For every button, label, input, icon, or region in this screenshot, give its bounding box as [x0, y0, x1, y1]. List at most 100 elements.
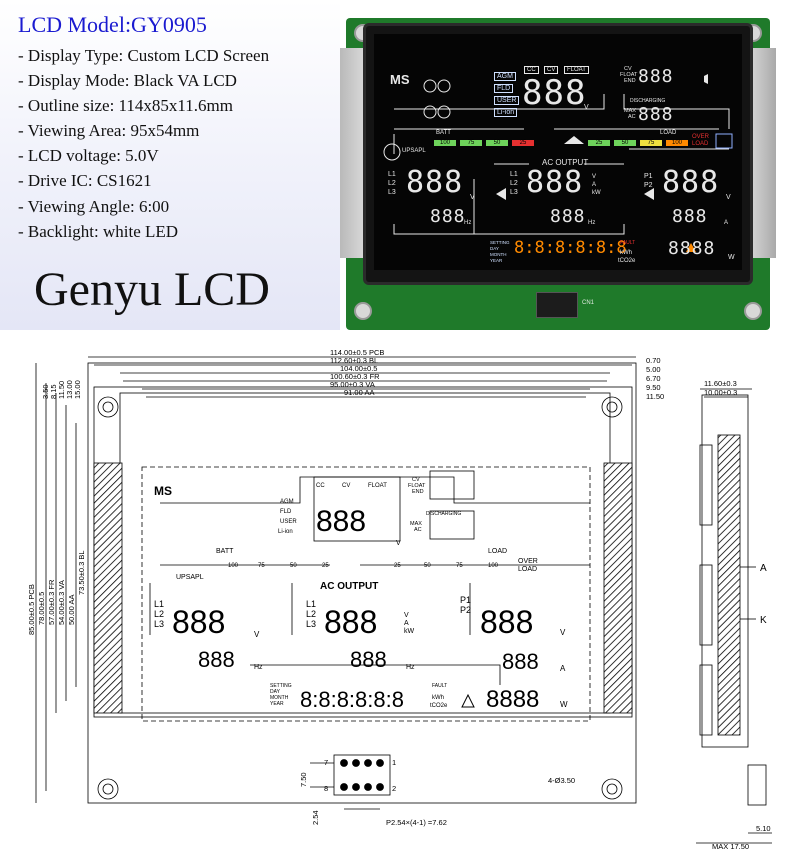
- drawing-over: OVER: [518, 558, 538, 565]
- model-title: LCD Model:GY0905: [18, 12, 207, 37]
- drawing-discharging: DISCHARGING: [426, 511, 461, 517]
- lcd-p2: P2: [644, 182, 653, 189]
- drawing-clock-digits: 8:8:8:8:8:8: [300, 687, 404, 712]
- drawing-setting: SETTING: [270, 683, 292, 689]
- lcd-out-unit-a: A: [592, 182, 597, 188]
- drawing-out-l3: L3: [306, 619, 316, 629]
- drawing-unit-w: W: [560, 700, 568, 709]
- spec-viewing-area: - Viewing Area: 95x54mm: [18, 121, 200, 140]
- lcd-cc: CC: [524, 66, 539, 74]
- dim-left-11-50: 11.50: [57, 381, 66, 399]
- drawing-load-75: 75: [456, 563, 463, 569]
- lcd-l1: L1: [388, 171, 396, 178]
- drawing-l1: L1: [154, 599, 164, 609]
- drawing-svg: 114.00±0.5 PCB 112.60±0.3 BL 104.00±0.5 …: [27, 348, 772, 851]
- lcd-tco2e: tCO2e: [618, 258, 636, 264]
- spec-display-type: - Display Type: Custom LCD Screen: [18, 46, 270, 65]
- sine-icon: [383, 143, 401, 161]
- lcd-batt-25: 25: [512, 140, 534, 146]
- dim-bl-height: 73.50±0.3 BL: [77, 550, 86, 595]
- dim-side-11-60: 11.60±0.3: [704, 379, 737, 388]
- connector-label: CN1: [582, 300, 595, 306]
- lcd-clock-digits: 8:8:8:8:8:8: [514, 238, 627, 258]
- drawing-out-unit-a: A: [404, 620, 409, 627]
- lcd-load-50: 50: [614, 140, 636, 146]
- drawing-out-l2: L2: [306, 609, 316, 619]
- lcd-max-ac-digits: 888: [638, 104, 674, 125]
- mount-hole: [354, 302, 372, 320]
- grid-icon: [437, 105, 451, 119]
- drawing-day: DAY: [270, 689, 281, 695]
- lcd-max: MAX: [624, 108, 636, 114]
- dim-side-10-00: 10.00±0.3: [704, 388, 737, 397]
- spec-display-mode: - Display Mode: Black VA LCD: [18, 71, 237, 90]
- pin-label-2: 2: [392, 784, 396, 793]
- drawing-batt-50: 50: [290, 563, 297, 569]
- drawing-warning-icon: [461, 693, 475, 708]
- dim-right-0-70: 0.70: [646, 356, 661, 365]
- drawing-upsapl: UPSAPL: [176, 574, 204, 581]
- lcd-cv: CV: [544, 66, 559, 74]
- lcd-p1: P1: [644, 173, 653, 180]
- lcd-active-area: MS AGM FLD USER Li-ion CC CV FLOAT 888 V…: [374, 34, 742, 270]
- spec-viewing-angle: - Viewing Angle: 6:00: [18, 197, 170, 216]
- dim-aa-height: 50.00 AA: [67, 595, 76, 625]
- pin-label-8: 8: [324, 784, 328, 793]
- drawing-float-label: FLOAT: [408, 483, 426, 489]
- dim-pin-2-54: 2.54: [311, 810, 320, 825]
- drawing-tco2e: tCO2e: [430, 703, 448, 709]
- dim-pcb-width: 114.00±0.5 PCB: [330, 348, 384, 357]
- drawing-li-ion: Li-ion: [278, 529, 293, 535]
- drawing-fault: FAULT: [432, 683, 447, 689]
- drawing-unit-v: V: [396, 540, 401, 547]
- lcd-day: DAY: [490, 246, 499, 251]
- drawing-input-hz-digits: 888: [198, 647, 235, 672]
- lcd-user: USER: [494, 96, 520, 105]
- drawing-input-unit-v: V: [254, 630, 260, 639]
- lcd-end-label: END: [624, 78, 636, 84]
- dim-pin-7-50: 7.50: [299, 772, 308, 787]
- lcd-kwh: kWh: [620, 250, 632, 256]
- drawing-overload: LOAD: [518, 566, 537, 573]
- drawing-batt-75: 75: [258, 563, 265, 569]
- lcd-out-unit-hz: Hz: [588, 220, 596, 226]
- lcd-load-25: 25: [588, 140, 610, 146]
- drawing-year: YEAR: [270, 701, 284, 707]
- dim-pcb-height: 85.00±0.5 PCB: [27, 584, 36, 635]
- dim-fr-height: 57.00±0.3 FR: [47, 579, 56, 625]
- lcd-batt-voltage-digits: 888: [522, 73, 587, 113]
- drawing-out-unit-kw: kW: [404, 628, 415, 635]
- lcd-out-unit-kw: kW: [592, 190, 601, 196]
- lcd-l3: L3: [388, 189, 396, 196]
- drawing-ac: AC: [414, 527, 422, 533]
- drawing-input-v-digits: 888: [172, 604, 225, 640]
- dim-left-13-00: 13.00: [65, 380, 74, 399]
- dim-right-5-00: 5.00: [646, 365, 661, 374]
- spec-lcd-voltage: - LCD voltage: 5.0V: [18, 146, 159, 165]
- drawing-batt-100: 100: [228, 563, 239, 569]
- spec-outline-size: - Outline size: 114x85x11.6mm: [18, 96, 233, 115]
- dim-pin-pitch: P2.54×(4-1) =7.62: [386, 818, 447, 827]
- drawing-batt-25: 25: [322, 563, 329, 569]
- drawing-float: FLOAT: [368, 483, 387, 489]
- lcd-ms: MS: [390, 72, 410, 87]
- lcd-upsapl: UPSAPL: [402, 148, 426, 154]
- brand-logo-text: Genyu LCD: [34, 263, 270, 316]
- mount-hole: [744, 302, 762, 320]
- lcd-over: OVER: [692, 134, 710, 140]
- lcd-out-unit-v: V: [592, 174, 597, 180]
- lcd-batt: BATT: [436, 130, 451, 136]
- dim-right-9-50: 9.50: [646, 383, 661, 392]
- dim-width-104: 104.00±0.5: [340, 364, 377, 373]
- dim-left-15-00: 15.00: [73, 380, 82, 399]
- drawing-out-unit-v: V: [404, 612, 409, 619]
- pin-label-7: 7: [324, 758, 328, 767]
- lcd-fault: FAULT: [620, 240, 636, 246]
- lcd-ac: AC: [628, 114, 636, 120]
- drawing-load-50: 50: [424, 563, 431, 569]
- drawing-batt-digits: 888: [316, 505, 366, 538]
- lcd-discharging: DISCHARGING: [630, 98, 666, 104]
- drawing-batt: BATT: [216, 548, 234, 555]
- dim-left-3-50: 3.50: [41, 384, 50, 399]
- arrow-down-icon: [564, 136, 584, 144]
